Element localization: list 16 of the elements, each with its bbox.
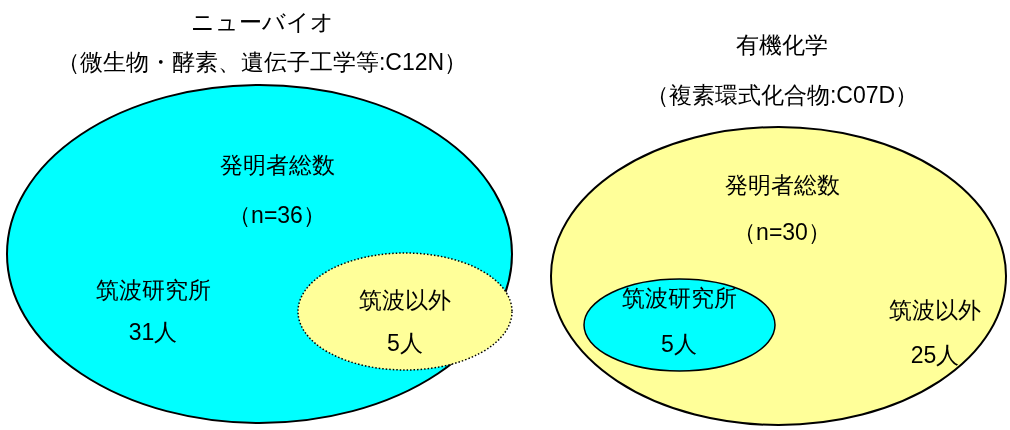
group-label: 筑波研究所: [95, 276, 211, 304]
group-label: 筑波以外: [889, 296, 981, 324]
heading: ニューバイオ: [190, 8, 334, 36]
group-count: 25人: [910, 341, 960, 369]
group-label: 筑波以外: [359, 286, 451, 314]
total-count: （n=36）: [228, 201, 326, 229]
total-label: 発明者総数: [219, 151, 335, 179]
subheading: （微生物・酵素、遺伝子工学等:C12N）: [56, 48, 468, 76]
group-count: 5人: [387, 329, 423, 357]
group-count: 31人: [128, 318, 178, 346]
group-count: 5人: [661, 330, 697, 358]
subheading: （複素環式化合物:C07D）: [645, 81, 919, 109]
heading: 有機化学: [736, 31, 828, 59]
total-label: 発明者総数: [724, 171, 840, 199]
group-label: 筑波研究所: [621, 284, 737, 312]
total-count: （n=30）: [733, 218, 831, 246]
